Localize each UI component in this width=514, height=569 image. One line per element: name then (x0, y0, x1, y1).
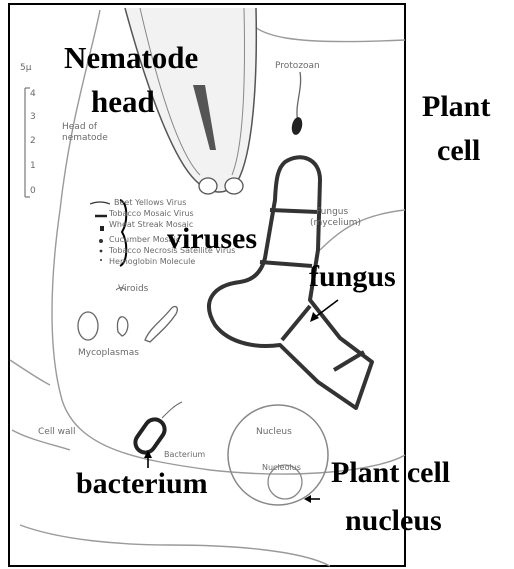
scale-tick-label: 2 (30, 137, 36, 146)
nematode-label-line2: head (91, 86, 155, 117)
virus-list-item: Hemoglobin Molecule (109, 258, 195, 266)
nucleolus-label: Nucleolus (262, 464, 301, 472)
fungus-label: fungus (309, 262, 396, 292)
scale-tick-label: 1 (30, 162, 36, 171)
scale-tick-label: 3 (30, 113, 36, 122)
mycoplasma-drawings (78, 288, 177, 342)
virus-list-item: Beet Yellows Virus (114, 199, 186, 207)
nucleus-label: Nucleus (256, 428, 292, 437)
bacterium-drawing (131, 402, 182, 456)
virus-list-item: Tobacco Mosaic Virus (109, 210, 194, 218)
plant-cell-nucleus-label-line2: nucleus (345, 506, 442, 536)
plant-cell-label-line1: Plant (422, 92, 490, 122)
mycoplasmas-label: Mycoplasmas (78, 349, 139, 358)
scale-unit-label: 5μ (20, 64, 31, 73)
fungus-mycelium-label-line2: (mycelium) (310, 219, 361, 228)
plant-cell-label-line2: cell (437, 136, 480, 166)
protozoan-label: Protozoan (275, 62, 320, 71)
viruses-label: viruses (167, 224, 257, 254)
protozoan-drawing (290, 72, 304, 136)
bacterium-label: bacterium (76, 469, 208, 499)
plant-cell-nucleus-label-line1: Plant cell (331, 458, 450, 488)
head-of-nematode-label-line1: Head of (62, 123, 97, 132)
scale-tick-label: 4 (30, 90, 36, 99)
cell-wall-label: Cell wall (38, 428, 76, 437)
nematode-label-line1: Nematode (64, 42, 198, 73)
scale-tick-label: 0 (30, 187, 36, 196)
head-of-nematode-label-line2: nematode (62, 134, 108, 143)
bacterium-small-label: Bacterium (164, 451, 205, 459)
viroids-label: Viroids (118, 285, 148, 294)
nucleus-drawing (228, 405, 328, 505)
fungus-mycelium-label-line1: Fungus (316, 208, 348, 217)
